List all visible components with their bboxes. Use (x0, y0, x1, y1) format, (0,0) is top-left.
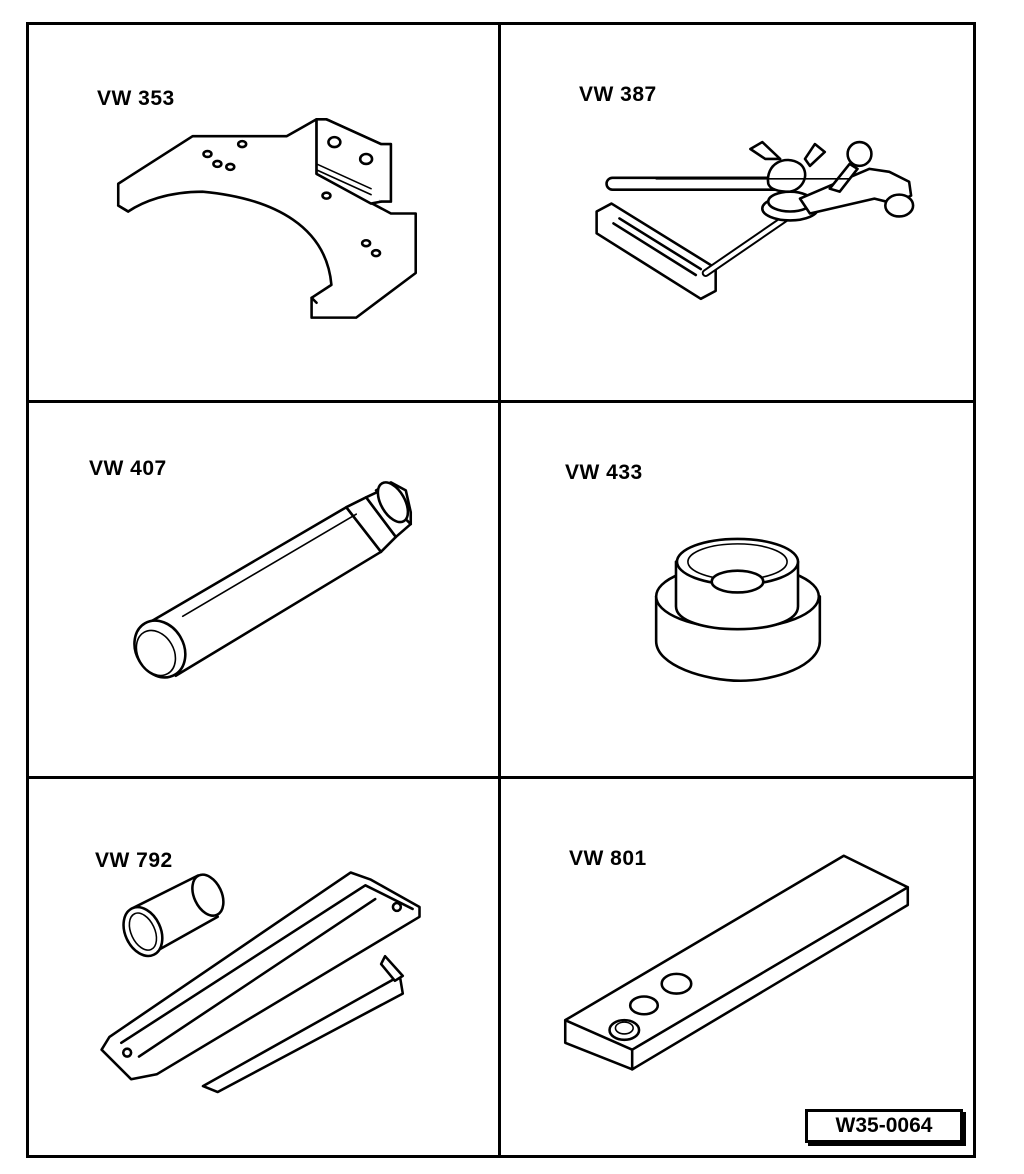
reference-code-box: W35-0064 (805, 1109, 963, 1143)
tool-cell-vw387: VW 387 (501, 25, 973, 403)
tool-label: VW 792 (95, 849, 173, 872)
tool-label: VW 801 (569, 847, 647, 870)
thrust-pad-icon (501, 403, 973, 776)
tool-cell-vw792: VW 792 (29, 779, 501, 1155)
reference-code: W35-0064 (835, 1114, 933, 1137)
tool-cell-vw407: VW 407 (29, 403, 501, 779)
puller-rail-icon (29, 779, 498, 1155)
dial-gauge-holder-icon (501, 25, 973, 400)
tool-label: VW 353 (97, 87, 175, 110)
drift-sleeve-icon (29, 403, 498, 776)
tool-cell-vw801: VW 801 W35-0064 (501, 779, 973, 1155)
tool-label: VW 387 (579, 83, 657, 106)
mounting-plate-icon (29, 25, 498, 400)
special-tools-grid: VW 353 VW 387 (26, 22, 976, 1158)
tool-label: VW 407 (89, 457, 167, 480)
tool-cell-vw353: VW 353 (29, 25, 501, 403)
flat-plate-icon (501, 779, 973, 1155)
tool-cell-vw433: VW 433 (501, 403, 973, 779)
tool-label: VW 433 (565, 461, 643, 484)
